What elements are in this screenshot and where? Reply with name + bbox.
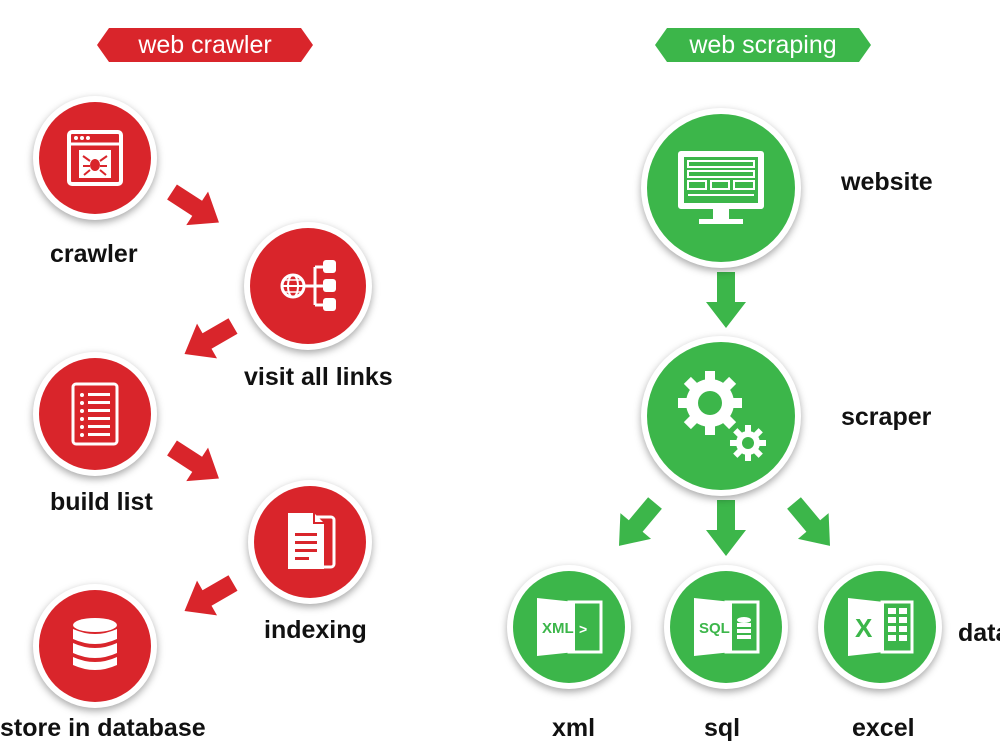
arrow-website-to-scraper: [706, 272, 746, 328]
sql-badge-text: SQL: [699, 620, 730, 637]
arrow-scraper-to-xml: [603, 490, 671, 559]
web-scraping-title: web scraping: [655, 28, 871, 62]
web-crawler-title: web crawler: [97, 28, 313, 62]
xml-label: xml: [552, 714, 596, 742]
arrow-links-to-list: [174, 308, 243, 372]
arrow-list-to-indexing: [161, 431, 230, 496]
browser-spider-icon: [67, 130, 123, 186]
indexing-node: [248, 480, 372, 604]
excel-label: excel: [852, 714, 915, 742]
arrow-crawler-to-links: [161, 175, 230, 240]
website-label: website: [841, 168, 933, 196]
indexing-label: indexing: [264, 616, 367, 644]
xml-node: XML >: [507, 565, 631, 689]
visit-all-links-node: [244, 222, 372, 350]
arrow-scraper-to-sql: [706, 500, 746, 556]
visit-all-links-label: visit all links: [244, 363, 393, 391]
xml-file-icon: XML >: [537, 598, 603, 656]
scraper-node: [641, 336, 801, 496]
globe-links-icon: [280, 260, 336, 311]
list-document-icon: [71, 382, 119, 446]
crawler-node: [33, 96, 157, 220]
sql-node: SQL: [664, 565, 788, 689]
excel-file-icon: X: [848, 598, 914, 656]
excel-badge-text: X: [855, 613, 873, 643]
excel-node: X: [818, 565, 942, 689]
web-scraping-banner: web scraping: [651, 24, 875, 66]
store-in-database-label: store in database: [0, 714, 206, 742]
documents-icon: [288, 513, 336, 569]
svg-text:>: >: [579, 621, 587, 637]
database-icon: [73, 618, 117, 670]
xml-badge-text: XML: [542, 620, 574, 637]
arrow-indexing-to-database: [174, 565, 243, 629]
arrow-scraper-to-excel: [778, 490, 846, 559]
web-crawler-banner: web crawler: [93, 24, 317, 66]
website-node: [641, 108, 801, 268]
sql-file-icon: SQL: [694, 598, 760, 656]
build-list-node: [33, 352, 157, 476]
data-label: data: [958, 619, 1000, 647]
build-list-label: build list: [50, 488, 153, 516]
sql-label: sql: [704, 714, 741, 742]
crawler-label: crawler: [50, 240, 138, 268]
scraper-label: scraper: [841, 403, 932, 431]
gears-icon: [678, 371, 766, 461]
database-node: [33, 584, 157, 708]
monitor-website-icon: [678, 151, 764, 224]
